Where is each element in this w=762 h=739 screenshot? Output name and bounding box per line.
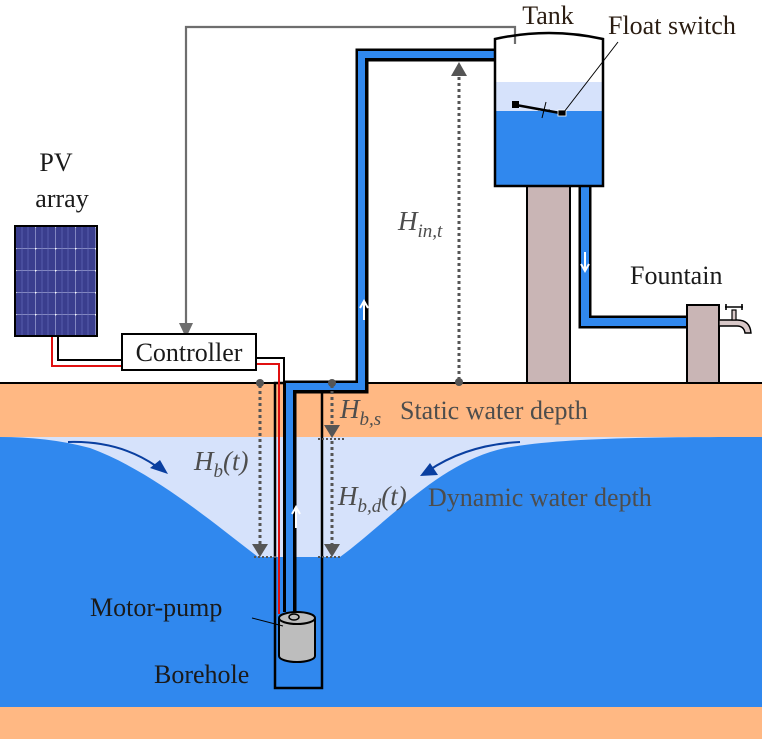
fountain-pillar — [686, 304, 720, 384]
h-b-t-base: H — [193, 446, 215, 476]
h-b-t-sub: b — [214, 461, 224, 482]
flow-up-arrow — [291, 504, 301, 528]
h-in-t-sub: in,t — [418, 221, 444, 242]
fountain-label: Fountain — [630, 261, 722, 290]
dc-wire-positive — [51, 336, 124, 367]
outlet-pipe — [578, 185, 690, 329]
dc-wiring — [51, 336, 285, 614]
dc-wire-negative — [57, 336, 124, 361]
h-b-d-t-base: H — [337, 481, 359, 511]
h-b-t-origin — [256, 379, 264, 387]
pump-body — [278, 618, 316, 663]
faucet-icon — [718, 304, 752, 334]
h-in-t-symbol: Hin,t — [397, 206, 443, 242]
pump-outlet — [288, 613, 300, 621]
float-signal-wire — [184, 25, 517, 325]
controller: Controller — [121, 333, 257, 371]
tank-tower — [526, 185, 571, 384]
h-b-s-base: H — [339, 394, 361, 424]
flow-arrowhead-right — [420, 463, 438, 476]
tank-water — [495, 111, 603, 186]
riser-pipe-inner — [293, 58, 496, 612]
borehole-label: Borehole — [154, 660, 249, 689]
riser-pipe-water — [286, 51, 496, 612]
flow-arrow-right — [427, 441, 521, 472]
float-motion-icon — [538, 101, 550, 119]
pv-array-label-line1: PV — [39, 148, 72, 177]
tank-label: Tank — [522, 1, 574, 30]
h-in-t-base: H — [397, 206, 419, 236]
flow-arrow-left — [67, 440, 157, 467]
dynamic-water-depth-label: Dynamic water depth — [428, 483, 652, 512]
pv-panel — [14, 225, 98, 337]
h-b-t-suffix: (t) — [223, 446, 248, 476]
fountain — [686, 304, 752, 384]
float-arm — [515, 103, 561, 115]
bedrock-soil — [0, 707, 762, 739]
h-b-s-origin — [328, 379, 336, 387]
h-b-t-symbol: Hb(t) — [193, 446, 248, 482]
flow-down-arrow — [580, 252, 590, 274]
float-switch-label: Float switch — [608, 11, 736, 40]
h-b-s-sub: b,s — [360, 409, 382, 430]
pump-wire-negative — [256, 357, 285, 612]
delivery-pipe — [283, 48, 690, 612]
flow-arrowhead-left — [150, 460, 168, 474]
pv-array — [14, 225, 98, 337]
pump-wire-positive — [256, 363, 280, 614]
h-b-s-symbol: Hb,s — [339, 394, 381, 430]
controller-label: Controller — [136, 338, 243, 367]
outlet-pipe-water — [581, 185, 690, 326]
h-b-d-t-arrowhead — [324, 544, 340, 557]
static-water-depth-label: Static water depth — [400, 396, 588, 425]
flow-up-arrow — [359, 298, 369, 320]
water-tank — [493, 31, 619, 384]
float-bulb — [557, 109, 567, 117]
motor-pump — [251, 611, 316, 663]
h-b-d-t-sub: b,d — [358, 496, 382, 517]
h-in-t-arrowhead — [451, 62, 467, 76]
drawdown-cone — [0, 437, 762, 557]
signal-arrowhead — [179, 323, 193, 338]
motor-pump-leader — [251, 617, 284, 627]
float-switch — [512, 41, 619, 119]
h-in-t-origin — [455, 378, 463, 386]
controller-box — [121, 333, 257, 371]
groundwater-flow — [67, 440, 521, 476]
motor-pump-label: Motor-pump — [90, 593, 222, 622]
h-b-d-t-symbol: Hb,d(t) — [337, 481, 407, 517]
h-b-d-t-suffix: (t) — [381, 481, 406, 511]
dimensions — [252, 62, 467, 558]
pv-array-label-line2: array — [35, 184, 88, 213]
float-switch-pivot — [512, 101, 519, 108]
ground-layer — [0, 382, 762, 739]
float-switch-leader — [563, 41, 619, 113]
tank-outline — [493, 31, 605, 188]
tank-upper-water — [495, 82, 603, 112]
h-b-s-arrowhead — [324, 425, 340, 438]
pump-top — [278, 611, 316, 625]
h-b-t-arrowhead — [252, 544, 268, 557]
topsoil — [0, 383, 762, 438]
